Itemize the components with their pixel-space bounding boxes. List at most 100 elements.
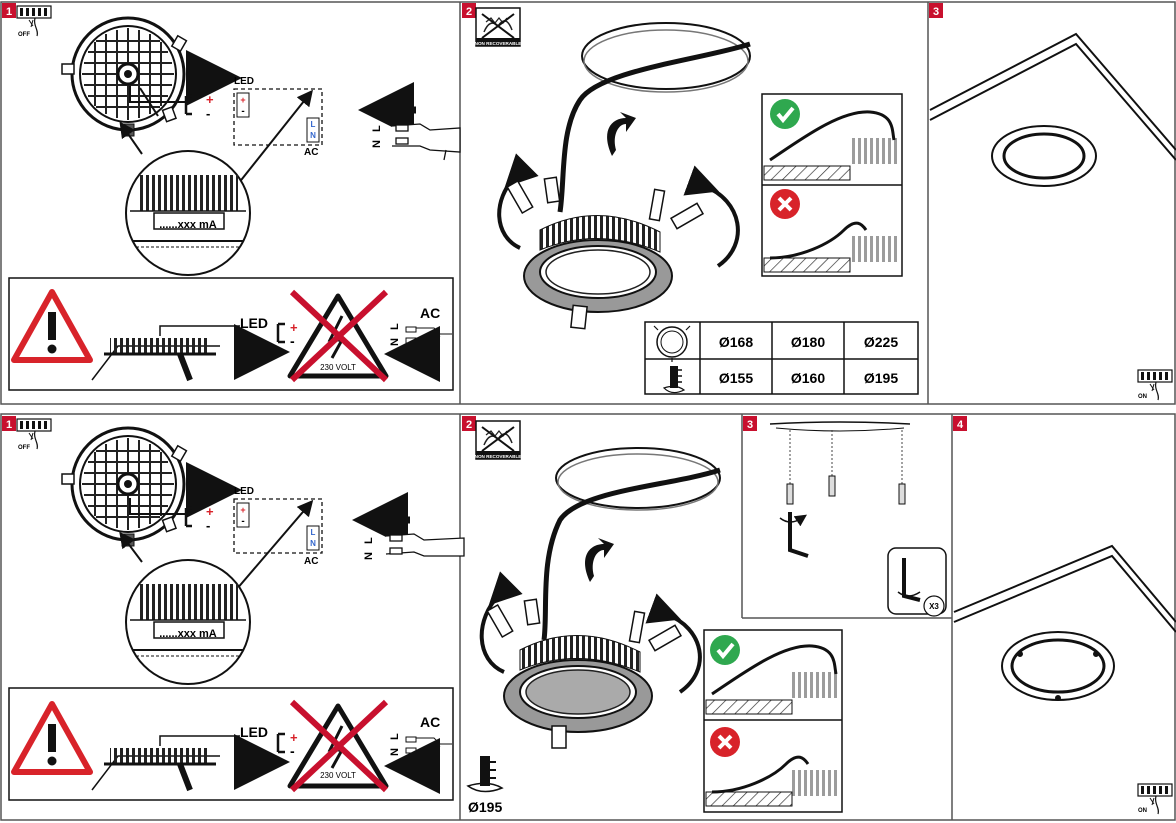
rotate-arrow-left-icon: [479, 571, 523, 674]
warning-triangle-icon: [11, 289, 93, 363]
svg-text:N: N: [310, 131, 316, 140]
svg-text:LED: LED: [240, 724, 268, 740]
power-cable: [557, 41, 751, 213]
spring-clips: [486, 598, 683, 652]
bottom-step-badge-2: 2: [462, 416, 476, 431]
driver-zoom: [125, 150, 251, 276]
size-cell: Ø155: [719, 370, 753, 386]
suspension-kit: [769, 421, 911, 505]
svg-text:L: L: [311, 528, 316, 537]
check-circle-icon: [768, 97, 802, 131]
high-voltage-triangle-icon: [287, 289, 389, 383]
current-label: ......xxx mA: [159, 219, 217, 231]
minus-sign: -: [206, 106, 210, 121]
non-recoverable-label: NON RECOVERABLE: [475, 454, 522, 459]
hole-saw-icon: [662, 366, 686, 394]
svg-text:L: L: [389, 733, 401, 740]
svg-text:+: +: [290, 730, 298, 745]
fixture-side-view: [91, 735, 240, 792]
ac-terminal: [306, 117, 320, 143]
off-label: OFF: [18, 445, 30, 451]
warning-triangle-icon: [11, 701, 93, 775]
led-terminal: [236, 92, 250, 118]
svg-text:L: L: [363, 537, 375, 544]
svg-text:+: +: [206, 504, 214, 519]
svg-text:-: -: [290, 743, 295, 759]
size-cell: Ø160: [791, 370, 825, 386]
on-label: ON: [1138, 394, 1147, 400]
ceiling-installed-view: [953, 544, 1176, 701]
svg-text:L: L: [371, 125, 383, 132]
rotate-arrow-right-icon: [683, 165, 740, 268]
svg-text:L: L: [389, 323, 401, 330]
led-label: LED: [234, 76, 254, 87]
size-cell: Ø195: [864, 370, 898, 386]
x-circle-icon: [708, 725, 742, 759]
svg-text:+: +: [240, 95, 245, 105]
power-cable: [541, 467, 721, 641]
check-circle-icon: [708, 633, 742, 667]
driver-box: [233, 88, 323, 146]
hex-key-box: [887, 547, 947, 617]
svg-text:-: -: [241, 516, 244, 527]
downlight-angled: [523, 215, 673, 330]
size-table: Ø168 Ø180 Ø225 Ø155 Ø160 Ø195: [644, 321, 919, 395]
svg-text:4: 4: [957, 419, 964, 431]
mains-cable: [391, 123, 461, 161]
bottom-step-badge-3: 3: [743, 416, 757, 431]
fixture-top-view: [60, 16, 188, 138]
rotate-arrow-icon: [607, 112, 636, 156]
svg-text:N: N: [389, 338, 401, 346]
led-terminal: [236, 502, 250, 528]
mains-cable: [385, 533, 465, 557]
bottom-step-badge-1: 1: [2, 416, 16, 431]
rotate-arrow-left-icon: [497, 153, 539, 250]
size-cell: Ø180: [791, 334, 825, 350]
current-label: ......xxx mA: [159, 628, 217, 640]
fixture-diameter-icon: [653, 325, 691, 362]
ac-label: AC: [304, 147, 318, 158]
hole-saw-icon: [466, 756, 504, 793]
x-circle-icon: [768, 187, 802, 221]
non-recoverable-label: NON RECOVERABLE: [475, 41, 522, 46]
cutout-diameter-label: Ø195: [468, 799, 502, 815]
ceiling-cutout: [555, 447, 721, 509]
svg-text:N: N: [310, 539, 316, 548]
driver-zoom: [125, 559, 251, 685]
off-label: OFF: [18, 32, 30, 38]
plus-sign: +: [206, 92, 214, 107]
svg-text:L: L: [311, 120, 316, 129]
ac-terminal: [306, 525, 320, 551]
svg-text:3: 3: [933, 6, 939, 18]
svg-text:N: N: [371, 140, 383, 148]
svg-text:AC: AC: [420, 305, 440, 321]
svg-text:N: N: [363, 552, 375, 560]
on-label: ON: [1138, 808, 1147, 814]
svg-text:1: 1: [6, 419, 12, 431]
top-step-badge-3: 3: [929, 3, 943, 18]
size-cell: Ø168: [719, 334, 753, 350]
ceiling-installed-view: [929, 32, 1176, 187]
svg-text:1: 1: [6, 6, 12, 18]
driver-box: [233, 498, 323, 554]
svg-text:-: -: [290, 333, 295, 349]
times-label: X3: [929, 602, 939, 611]
svg-text:N: N: [389, 748, 401, 756]
rotate-arrow-icon: [585, 538, 614, 582]
downlight-angled: [503, 635, 653, 749]
svg-text:3: 3: [747, 419, 753, 431]
fixture-side-view: [91, 325, 240, 382]
top-step-badge-1: 1: [2, 3, 16, 18]
svg-text:+: +: [290, 320, 298, 335]
spring-clips: [506, 176, 705, 230]
hex-key-icon: [779, 512, 809, 558]
fixture-top-view: [60, 426, 188, 548]
svg-text:AC: AC: [420, 714, 440, 730]
svg-text:+: +: [240, 505, 245, 515]
voltage-label: 230 VOLT: [320, 363, 356, 372]
voltage-label: 230 VOLT: [320, 771, 356, 780]
size-cell: Ø225: [864, 334, 898, 350]
svg-text:2: 2: [466, 6, 472, 18]
